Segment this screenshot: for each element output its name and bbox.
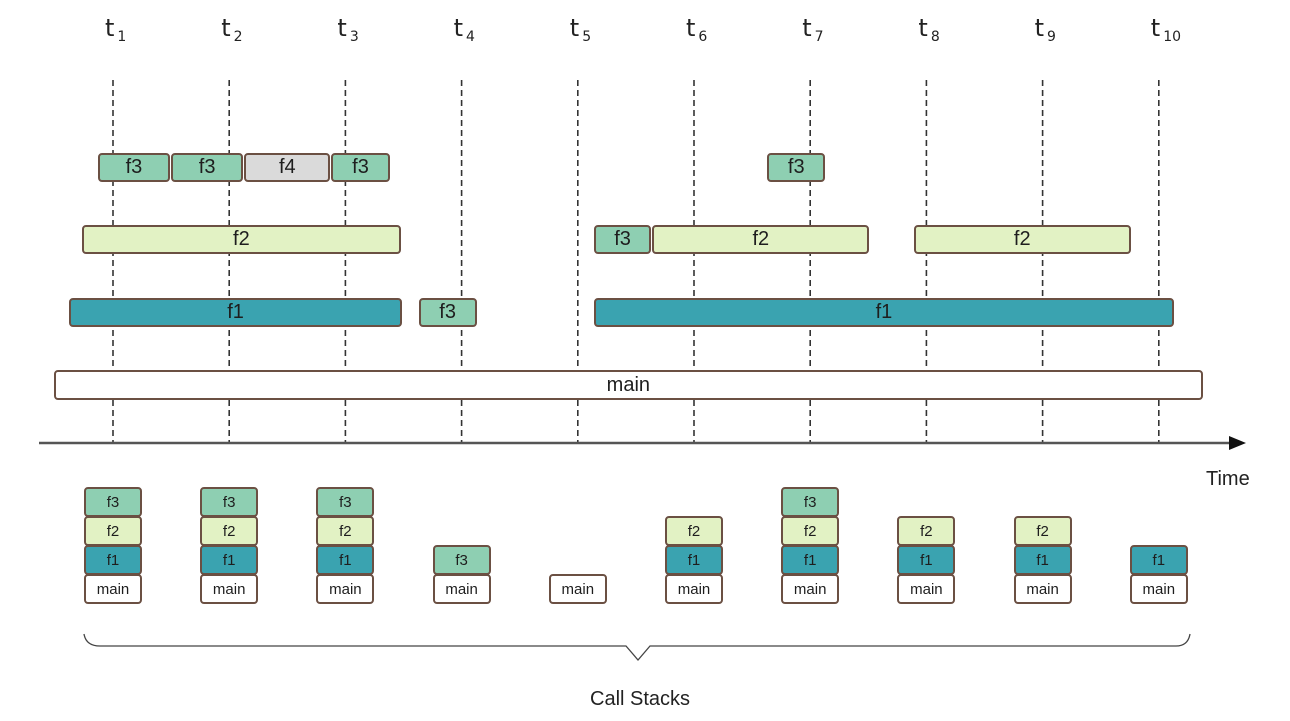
stack-frame-f1: f1 — [1013, 545, 1072, 575]
time-point-index: 5 — [582, 29, 592, 45]
time-axis-label: Time — [1206, 468, 1250, 490]
time-point-index: 6 — [698, 29, 708, 45]
time-point-index: 7 — [814, 29, 824, 45]
stack-frame-f2: f2 — [897, 516, 956, 546]
time-point-letter: t — [1034, 14, 1045, 42]
stack-frame-main: main — [781, 574, 840, 604]
timeline-block-main: main — [53, 370, 1203, 400]
stack-frame-f1: f1 — [84, 545, 142, 575]
timeline-block-f1: f1 — [594, 298, 1174, 327]
stack-frame-f3: f3 — [84, 487, 142, 517]
stack-frame-main: main — [897, 574, 956, 604]
timeline-block-f2: f2 — [652, 225, 870, 254]
timeline-block-f3: f3 — [418, 298, 477, 327]
stack-frame-f2: f2 — [781, 516, 840, 546]
stack-frame-f3: f3 — [200, 487, 259, 517]
stack-frame-main: main — [1013, 574, 1072, 604]
time-point-letter: t — [569, 14, 580, 42]
stack-frame-f2: f2 — [665, 516, 723, 546]
stack-frame-main: main — [200, 574, 259, 604]
timeline-block-f2: f2 — [913, 225, 1131, 254]
stack-frame-f1: f1 — [781, 545, 840, 575]
time-point-letter: t — [802, 14, 812, 42]
timeline-block-f2: f2 — [81, 225, 402, 254]
stack-frame-f2: f2 — [84, 516, 142, 546]
timeline-block-f3: f3 — [171, 153, 244, 182]
stack-frame-main: main — [548, 574, 607, 604]
time-point-index: 3 — [349, 29, 359, 45]
stack-frame-f1: f1 — [897, 545, 956, 575]
stack-frame-f3: f3 — [781, 487, 840, 517]
stack-frame-f1: f1 — [316, 545, 375, 575]
stack-frame-f3: f3 — [432, 545, 491, 575]
time-point-letter: t — [453, 14, 464, 42]
time-point-index: 9 — [1047, 29, 1056, 45]
stack-frame-main: main — [432, 574, 491, 604]
timeline-block-f4: f4 — [244, 153, 331, 182]
time-axis-arrow-icon — [1229, 436, 1246, 450]
stack-frame-f2: f2 — [316, 516, 375, 546]
stack-frame-f1: f1 — [200, 545, 259, 575]
stack-frame-f2: f2 — [1013, 516, 1072, 546]
stack-frame-main: main — [316, 574, 375, 604]
timeline-block-f3: f3 — [97, 153, 170, 182]
stack-frame-f1: f1 — [665, 545, 723, 575]
time-point-index: 1 — [117, 29, 127, 45]
stack-frame-main: main — [1129, 574, 1188, 604]
call-stacks-brace — [83, 633, 1191, 661]
stack-frame-f2: f2 — [200, 516, 259, 546]
time-point-index: 10 — [1163, 29, 1182, 45]
time-point-letter: t — [221, 14, 231, 42]
timeline-block-f3: f3 — [594, 225, 651, 254]
time-point-letter: t — [105, 14, 115, 42]
time-point-letter: t — [1150, 14, 1161, 42]
time-point-index: 8 — [930, 29, 940, 45]
timeline-block-f3: f3 — [331, 153, 390, 182]
time-point-letter: t — [686, 14, 696, 42]
call-stacks-label: Call Stacks — [590, 688, 691, 710]
timeline-block-f3: f3 — [767, 153, 826, 182]
time-point-letter: t — [918, 14, 928, 42]
stack-frame-f1: f1 — [1129, 545, 1188, 575]
stack-frame-main: main — [84, 574, 142, 604]
stack-frame-main: main — [665, 574, 723, 604]
time-point-index: 2 — [233, 29, 243, 45]
stack-frame-f3: f3 — [316, 487, 375, 517]
time-point-letter: t — [337, 14, 347, 42]
time-point-index: 4 — [466, 29, 475, 45]
timeline-block-f1: f1 — [68, 298, 403, 327]
